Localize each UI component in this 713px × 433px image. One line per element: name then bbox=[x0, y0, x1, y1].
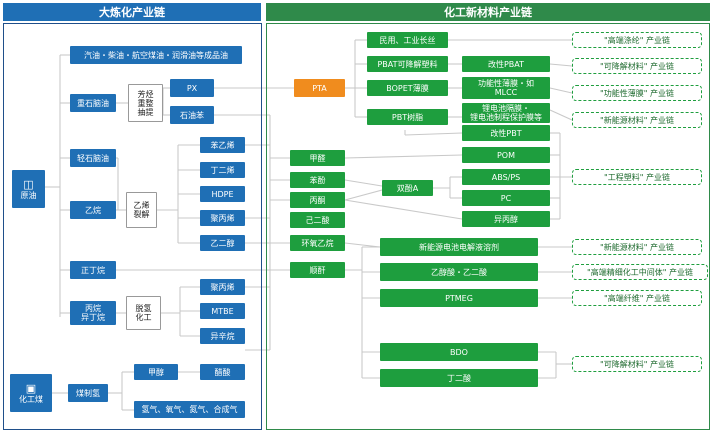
abs-ps-node: ABS/PS bbox=[462, 169, 550, 185]
polypropylene-node-1: 聚丙烯 bbox=[200, 210, 245, 226]
barrel-icon: ◫ bbox=[23, 177, 34, 191]
right-header: 化工新材料产业链 bbox=[266, 3, 710, 21]
pbat-resin-node: PBAT可降解塑料 bbox=[367, 56, 448, 72]
cracking-node: 乙烯 裂解 bbox=[126, 192, 157, 228]
px-node: PX bbox=[170, 79, 214, 97]
left-header: 大炼化产业链 bbox=[3, 3, 261, 21]
acetic-acid-node: 醋酸 bbox=[200, 364, 245, 380]
adipic-acid-node: 己二酸 bbox=[290, 212, 345, 228]
ethylene-glycol-node: 乙二醇 bbox=[200, 235, 245, 251]
mtbe-node: MTBE bbox=[200, 303, 245, 319]
ethane-node: 乙烷 bbox=[70, 201, 116, 219]
left-panel bbox=[3, 23, 262, 430]
ethylene-oxide-node: 环氧乙烷 bbox=[290, 235, 345, 251]
pure-benzene-node: 石油苯 bbox=[170, 106, 214, 124]
butadiene-node: 丁二烯 bbox=[200, 162, 245, 178]
modified-pbat-node: 改性PBAT bbox=[462, 56, 550, 72]
chain-high-end-polyester: "高端涤纶" 产业链 bbox=[572, 32, 702, 48]
pc-node: PC bbox=[462, 190, 550, 206]
pom-node: POM bbox=[462, 147, 550, 163]
heavy-naphtha-node: 重石脑油 bbox=[70, 94, 116, 112]
functional-film-node: 功能性薄膜・如 MLCC bbox=[462, 77, 550, 99]
polypropylene-node-2: 聚丙烯 bbox=[200, 279, 245, 295]
isopropyl-node: 异丙醇 bbox=[462, 211, 550, 227]
chemical-coal-node: ▣ 化工煤 bbox=[10, 374, 52, 412]
electrolyte-node: 新能源电池电解液溶剂 bbox=[380, 238, 538, 256]
gases-node: 氢气、氧气、氮气、合成气 bbox=[134, 401, 245, 418]
coal-cart-icon: ▣ bbox=[25, 381, 37, 395]
maleic-anhydride-node: 顺酐 bbox=[290, 262, 345, 278]
formaldehyde-node: 甲醛 bbox=[290, 150, 345, 166]
isooctane-node: 异辛烷 bbox=[200, 328, 245, 344]
chain-high-end-fiber: "高端纤维" 产业链 bbox=[572, 290, 702, 306]
battery-film-node: 锂电池隔膜・ 锂电池制程保护膜等 bbox=[462, 103, 550, 123]
chain-degradable-2: "可降解材料" 产业链 bbox=[572, 356, 702, 372]
chain-engineering-plastic: "工程塑料" 产业链 bbox=[572, 169, 702, 185]
n-butane-node: 正丁烷 bbox=[70, 261, 116, 279]
fuels-node: 汽油・柴油・航空煤油・润滑油等成品油 bbox=[70, 46, 242, 64]
pbt-resin-node: PBT树脂 bbox=[367, 109, 448, 125]
chain-new-energy-2: "新能源材料" 产业链 bbox=[572, 239, 702, 255]
chain-fine-chemical: "高端精细化工中间体" 产业链 bbox=[572, 264, 708, 280]
crude-oil-node: ◫ 原油 bbox=[12, 170, 45, 208]
bdo-node: BDO bbox=[380, 343, 538, 361]
bisphenol-a-node: 双酚A bbox=[382, 180, 433, 196]
light-naphtha-node: 轻石脑油 bbox=[70, 149, 116, 167]
coal-gas-node: 煤制氢 bbox=[68, 384, 108, 402]
right-panel bbox=[266, 23, 710, 430]
styrene-node: 苯乙烯 bbox=[200, 137, 245, 153]
ptmeg-node: PTMEG bbox=[380, 289, 538, 307]
modified-pbt-node: 改性PBT bbox=[462, 125, 550, 141]
methanol-node: 甲醇 bbox=[134, 364, 178, 380]
hdpe-node: HDPE bbox=[200, 186, 245, 202]
propane-isobutane-node: 丙烷 异丁烷 bbox=[70, 301, 116, 325]
phenol-node: 苯酚 bbox=[290, 172, 345, 188]
acetone-node: 丙酮 bbox=[290, 192, 345, 208]
glycolic-acid-node: 乙醇酸・乙二酸 bbox=[380, 263, 538, 281]
dehydro-node: 脱氢 化工 bbox=[126, 296, 161, 330]
pta-node: PTA bbox=[294, 79, 345, 97]
chain-functional-film: "功能性薄膜" 产业链 bbox=[572, 85, 702, 101]
succinic-acid-node: 丁二酸 bbox=[380, 369, 538, 387]
civil-fiber-node: 民用、工业长丝 bbox=[367, 32, 448, 48]
bopet-node: BOPET薄膜 bbox=[367, 80, 448, 96]
chain-degradable-1: "可降解材料" 产业链 bbox=[572, 58, 702, 74]
reforming-node: 芳烃 重整 抽提 bbox=[128, 84, 163, 122]
chain-new-energy-1: "新能源材料" 产业链 bbox=[572, 112, 702, 128]
